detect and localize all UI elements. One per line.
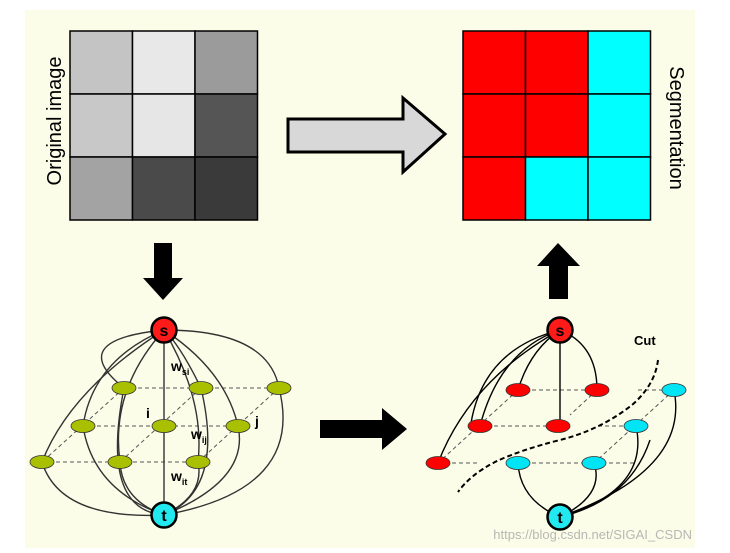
segmentation-cell [462,93,527,158]
pixel-node [70,419,96,433]
pixel-node [467,419,493,433]
pixel-node [151,419,177,433]
w-ij-label: wij [190,426,207,445]
pixel-node [505,383,531,397]
process-arrow [286,94,448,176]
left-source-label: s [160,323,169,340]
pixel-node [425,456,451,470]
pixel-node [225,419,251,433]
original-image-cell [69,30,134,95]
pixel-node [185,455,211,469]
original-image-cell [131,93,196,158]
cut-label: Cut [634,333,656,348]
original-image-label: Original image [44,57,66,186]
right-graph-pixel-nodes [425,383,687,470]
segmentation-cell [524,93,589,158]
segmentation-cell [587,156,652,221]
node-i-label: i [146,405,150,421]
pixel-node [107,455,133,469]
original-image-cell [194,93,259,158]
segmentation-cell [587,30,652,95]
pixel-node [505,456,531,470]
segmentation-cell [524,30,589,95]
w-si-label: wsi [170,358,189,377]
segmentation-cell [462,156,527,221]
pixel-node [188,381,214,395]
original-image-cell [131,156,196,221]
pixel-node [111,381,137,395]
right-source-label: s [556,323,565,340]
node-j-label: j [254,413,259,429]
pixel-node [581,456,607,470]
right-source-node: s [546,316,574,344]
pixel-node [623,419,649,433]
right-arrow [320,408,407,450]
segmentation-cell [462,30,527,95]
left-graph-pixel-nodes [29,381,292,469]
left-graph: s t wsi wij wit i j [29,316,292,529]
segmentation-cell [524,156,589,221]
up-arrow [537,243,580,299]
original-image-cell [69,93,134,158]
original-image-grid [69,30,259,221]
segmentation-label: Segmentation [665,66,687,189]
pixel-node [661,383,687,397]
pixel-node [266,381,292,395]
left-source-node: s [150,316,178,344]
down-arrow [143,243,183,300]
watermark: https://blog.csdn.net/SIGAI_CSDN [493,527,692,542]
w-it-label: wit [170,468,187,487]
original-image-cell [194,156,259,221]
pixel-node [545,419,571,433]
left-sink-label: t [161,508,167,525]
right-sink-label: t [557,510,563,527]
left-sink-node: t [150,501,178,529]
original-image-cell [194,30,259,95]
original-image-cell [69,156,134,221]
pixel-node [29,455,55,469]
segmentation-grid [462,30,652,221]
right-graph: Cut s t [425,316,687,531]
original-image-cell [131,30,196,95]
segmentation-cell [587,93,652,158]
pixel-node [584,383,610,397]
right-sink-node: t [546,503,574,531]
